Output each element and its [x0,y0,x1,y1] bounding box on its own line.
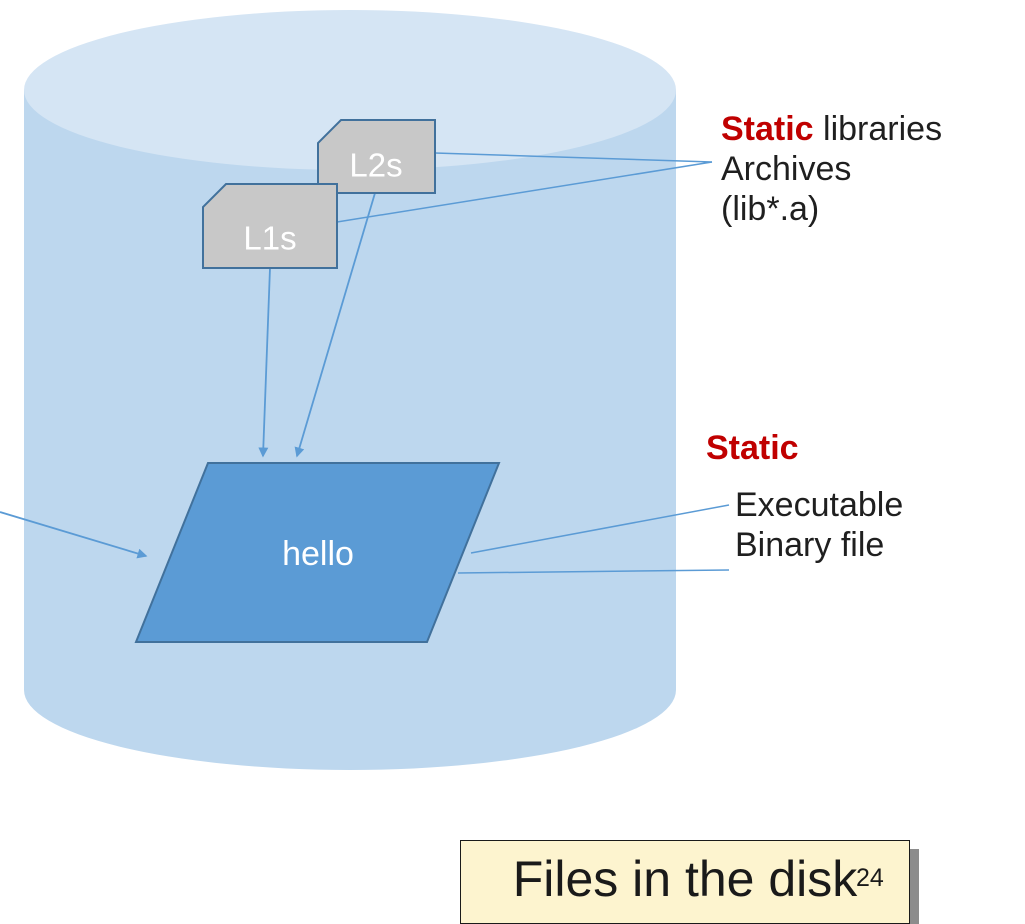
hello-label: hello [282,535,354,573]
hello-shape [134,462,501,643]
connector-executable-to-hello [470,504,730,554]
caption-text: Files in the disk [512,851,858,907]
static-libraries-emphasis: Static [721,110,814,148]
connector-binary-file-to-hello [457,569,730,574]
l1s-label: L1s [243,220,296,257]
l2s-label: L2s [349,147,402,184]
static-executable-line1: Executable [735,486,904,524]
static-executable-label: Executable Binary file [735,485,903,565]
connector-libraries-to-l2s [434,152,713,163]
static-libraries-line1: Static libraries [721,109,942,149]
disk-top [24,10,676,170]
static-libraries-line2: Archives [721,150,852,189]
static-executable-heading: Static [706,429,799,467]
static-executable-line2: Binary file [735,526,885,565]
file-hello: hello [134,462,501,643]
static-libraries-line1-rest: libraries [813,110,943,148]
l2s-shape [317,119,436,194]
arrow-l1s-to-hello [258,267,271,458]
file-l1s: L1s [202,183,338,269]
l1s-shape [202,183,338,269]
caption-box: Files in the disk [460,840,910,924]
static-libraries-line3: (lib*.a) [721,190,820,229]
arrow-external-to-hello [0,511,148,559]
arrow-l2s-to-hello [294,192,376,458]
static-linking-diagram: L2s L1s hello [0,10,730,770]
static-libraries-label: Static libraries Archives (lib*.a) [721,109,942,229]
slide-number: 24 [856,864,884,892]
connector-libraries-to-l1s [336,161,713,223]
file-l2s: L2s [317,119,436,194]
